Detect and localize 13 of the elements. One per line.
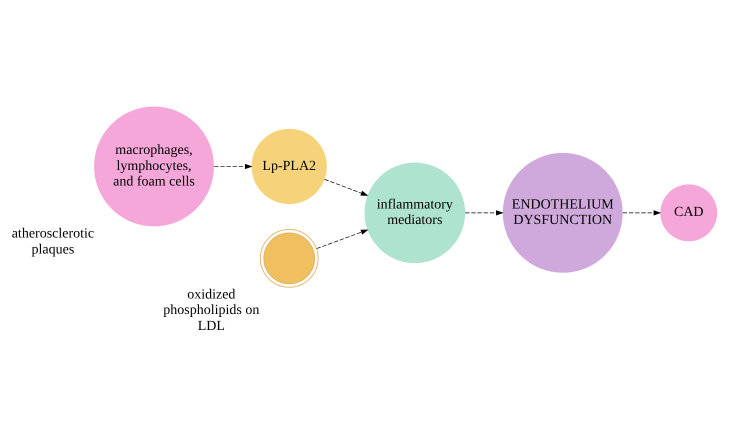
node-circle: Lp-PLA2 <box>252 128 327 204</box>
arrow <box>214 164 252 170</box>
node-picture <box>260 229 319 288</box>
node-label: atherosclerotic plaques <box>12 226 94 258</box>
arrow <box>464 210 504 216</box>
arrow <box>324 179 368 196</box>
node-label: oxidized phospholipids on LDL <box>163 287 260 334</box>
node-circle: inflammatory mediators <box>364 162 466 264</box>
node-circle: ENDOTHELIUM DYSFUNCTION <box>502 152 623 273</box>
arrow <box>316 230 368 249</box>
node-circle: CAD <box>660 184 718 242</box>
arrow <box>622 210 662 216</box>
node-circle: macrophages, lymphocytes, and foam cells <box>94 106 214 226</box>
